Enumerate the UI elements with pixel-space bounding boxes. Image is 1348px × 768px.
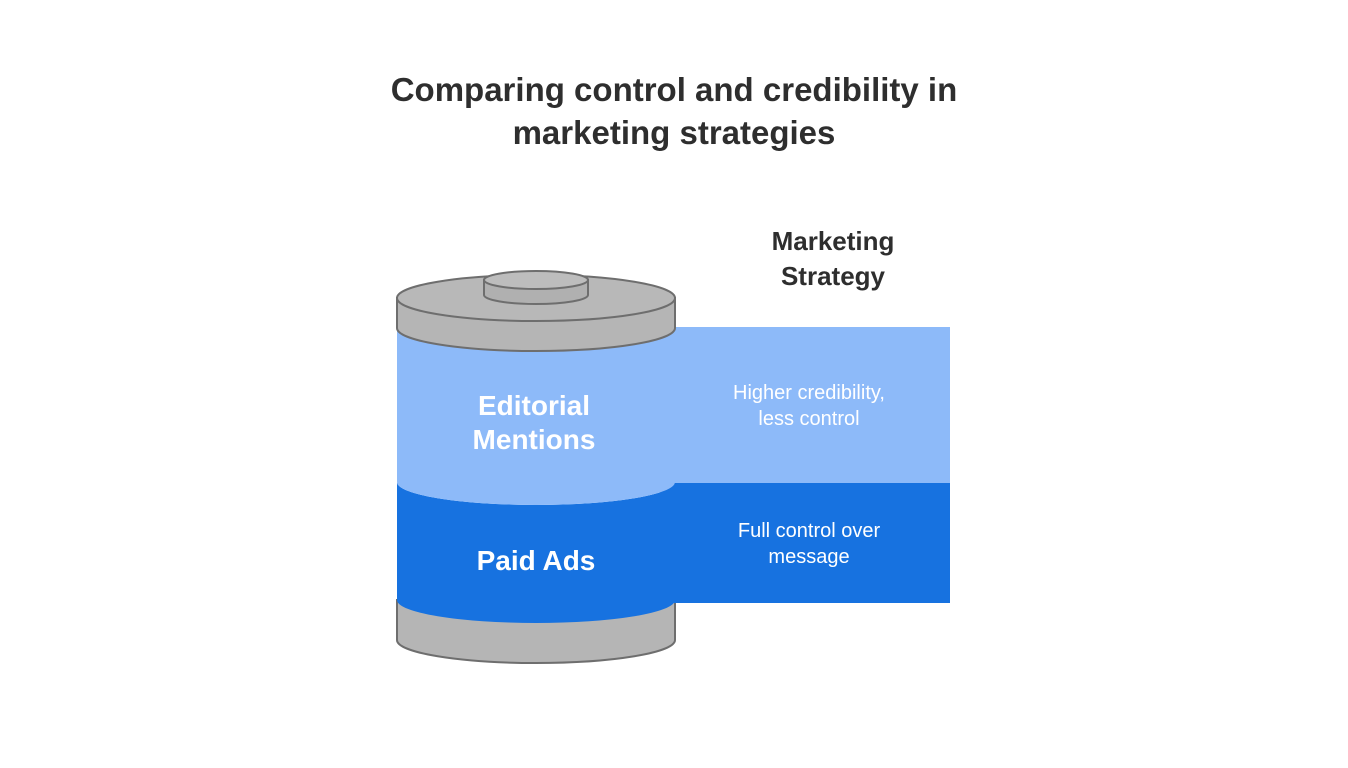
editorial-mentions-desc-line-1: Higher credibility, [733, 382, 885, 404]
paid-ads-cylinder-band [397, 482, 675, 623]
editorial-mentions-panel [660, 327, 950, 483]
strategy-header-line-2: Strategy [781, 261, 886, 291]
editorial-mentions-cylinder-band [397, 328, 675, 505]
battery-top-cap [396, 270, 676, 352]
title-line-2: marketing strategies [512, 114, 836, 151]
paid-ads-desc-line-2: message [768, 546, 849, 568]
paid-ads-layer: Paid Ads Full control over message [397, 482, 950, 623]
page-title: Comparing control and credibility in mar… [274, 68, 1074, 154]
paid-ads-label: Paid Ads [477, 545, 596, 576]
editorial-mentions-label-line-1: Editorial [478, 390, 590, 421]
strategy-header-line-1: Marketing [772, 226, 895, 256]
editorial-mentions-layer: Editorial Mentions Higher credibility, l… [397, 327, 950, 505]
editorial-mentions-desc-line-2: less control [758, 408, 859, 430]
title-line-1: Comparing control and credibility in [390, 71, 958, 108]
paid-ads-panel [660, 483, 950, 603]
paid-ads-desc-line-1: Full control over [738, 520, 881, 542]
editorial-mentions-label-line-2: Mentions [473, 424, 596, 455]
